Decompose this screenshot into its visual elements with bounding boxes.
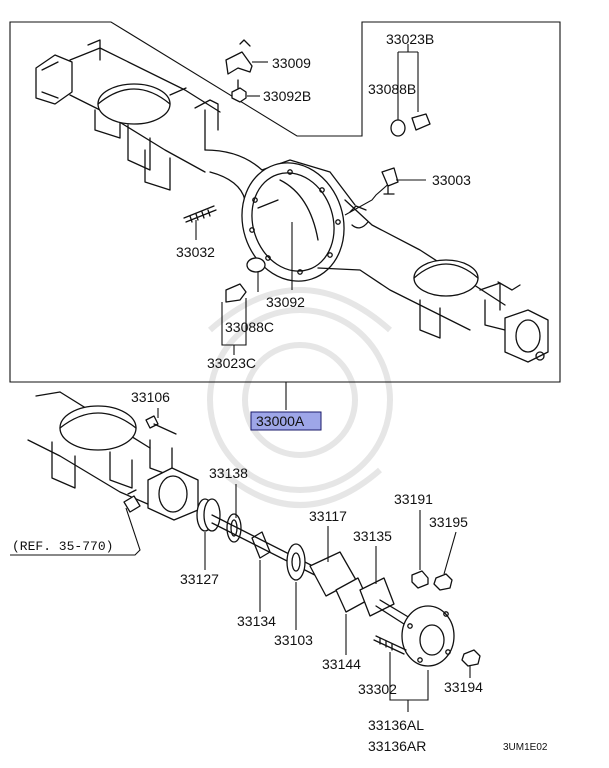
stud-33032 [183, 205, 217, 223]
label-33088C: 33088C [225, 319, 274, 335]
stud-housing [257, 199, 279, 209]
label-33092: 33092 [266, 294, 305, 310]
callout-labels: 33023B 33009 33092B 33088B 33003 33032 3… [12, 31, 548, 754]
label-33127: 33127 [180, 571, 219, 587]
leader-lines [10, 44, 471, 712]
label-33009: 33009 [272, 55, 311, 71]
label-33003: 33003 [432, 172, 471, 188]
label-33144: 33144 [322, 656, 361, 672]
label-33136AR: 33136AR [368, 738, 426, 754]
nut-33092B [231, 87, 247, 103]
label-33092B: 33092B [263, 88, 311, 104]
axle-shaft-drawing [27, 391, 481, 667]
plug-33023B [411, 113, 431, 131]
label-33117: 33117 [309, 508, 347, 524]
label-33138: 33138 [209, 465, 248, 481]
gasket-33088B [390, 119, 406, 137]
small-parts-upper [183, 39, 431, 303]
axle-housing-drawing [35, 39, 549, 363]
label-33136AL: 33136AL [368, 717, 424, 733]
label-33135: 33135 [353, 528, 392, 544]
label-33106: 33106 [131, 389, 170, 405]
housing-assembly-frame [9, 21, 561, 383]
label-33088B: 33088B [368, 81, 416, 97]
label-33302: 33302 [358, 681, 397, 697]
label-33194: 33194 [444, 679, 483, 695]
label-33000A: 33000A [256, 413, 305, 429]
gasket-33092 [246, 257, 266, 273]
label-33195: 33195 [429, 514, 468, 530]
drawing-code: 3UM1E02 [503, 742, 548, 753]
label-33134: 33134 [237, 613, 276, 629]
label-33103: 33103 [274, 632, 313, 648]
reference-note: (REF. 35-770) [12, 539, 113, 554]
bracket-33009 [225, 51, 253, 75]
plug-33088C [225, 283, 247, 303]
label-33023B: 33023B [386, 31, 434, 47]
highlight-33000A[interactable] [250, 411, 322, 431]
label-33191: 33191 [394, 491, 433, 507]
label-33023C: 33023C [207, 355, 256, 371]
label-33032: 33032 [176, 244, 215, 260]
breather-33003 [381, 167, 399, 187]
